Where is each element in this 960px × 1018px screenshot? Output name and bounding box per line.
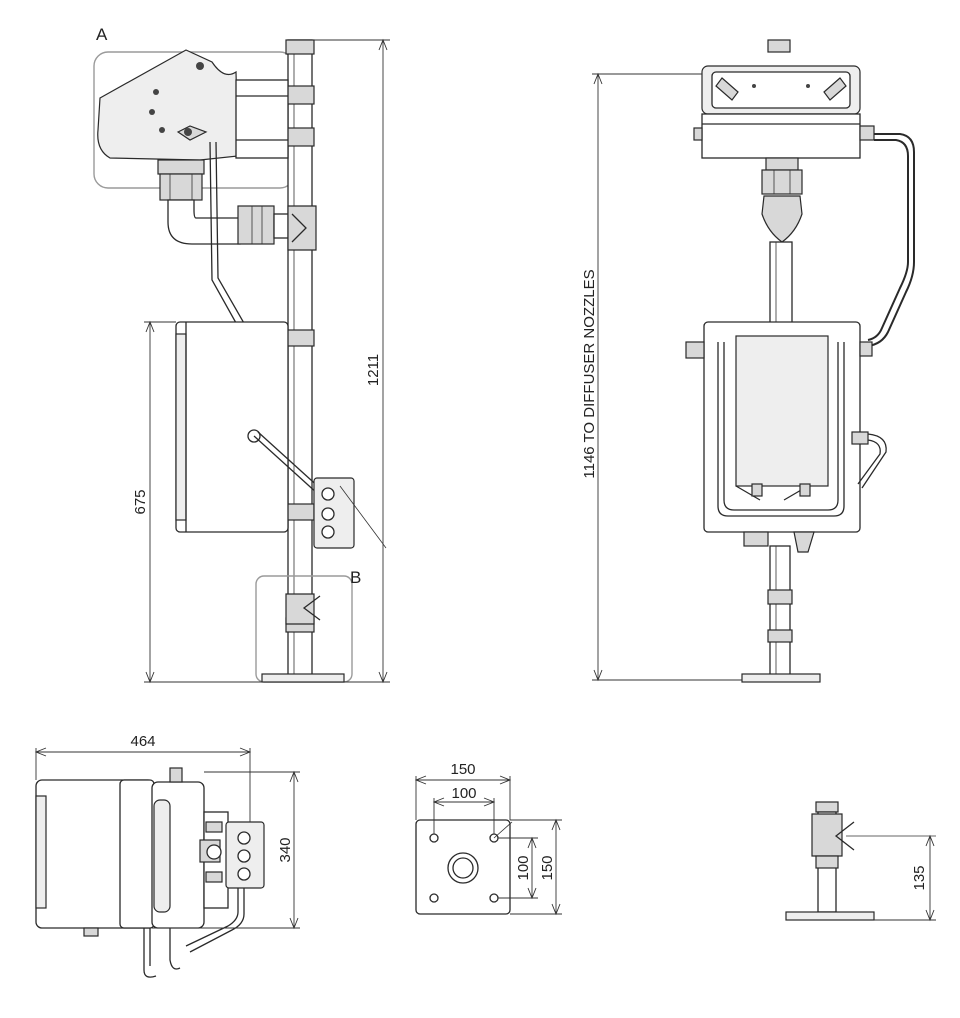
svg-text:100: 100 [451, 785, 476, 802]
dim-plate-outer-w: 150 [414, 761, 512, 820]
dim-nozzle-height: 1146 TO DIFFUSER NOZZLES [581, 72, 742, 682]
valve-detail-view: 135 [785, 801, 936, 922]
svg-text:150: 150 [539, 855, 556, 880]
side-view: A [93, 25, 390, 684]
svg-text:1146 TO DIFFUSER NOZZLES: 1146 TO DIFFUSER NOZZLES [581, 269, 598, 478]
detail-b-label: B [350, 568, 361, 587]
feed-hose [867, 133, 915, 347]
dim-total-height: 1211 [314, 38, 390, 684]
dim-plate-inner-w: 100 [432, 785, 496, 834]
dim-plate-inner-h: 100 [498, 836, 538, 900]
base-plate-view: 150 100 100 150 [414, 761, 562, 916]
svg-text:150: 150 [450, 761, 475, 778]
svg-text:340: 340 [277, 837, 294, 862]
front-view: 1146 TO DIFFUSER NOZZLES [581, 39, 915, 683]
eyewash-head [97, 49, 239, 161]
svg-text:135: 135 [911, 865, 928, 890]
tank [175, 321, 289, 533]
svg-text:1211: 1211 [365, 354, 382, 386]
detail-a-label: A [96, 25, 108, 44]
dim-plan-depth: 340 [152, 770, 300, 930]
svg-text:675: 675 [132, 489, 149, 514]
svg-text:100: 100 [515, 855, 532, 880]
plan-view: 464 340 [34, 733, 300, 978]
dim-plate-outer-h: 150 [510, 818, 562, 916]
svg-text:464: 464 [130, 733, 155, 750]
dim-plan-width: 464 [34, 733, 252, 822]
dim-valve-height: 135 [874, 834, 936, 922]
dim-tank-height: 675 [132, 320, 262, 684]
